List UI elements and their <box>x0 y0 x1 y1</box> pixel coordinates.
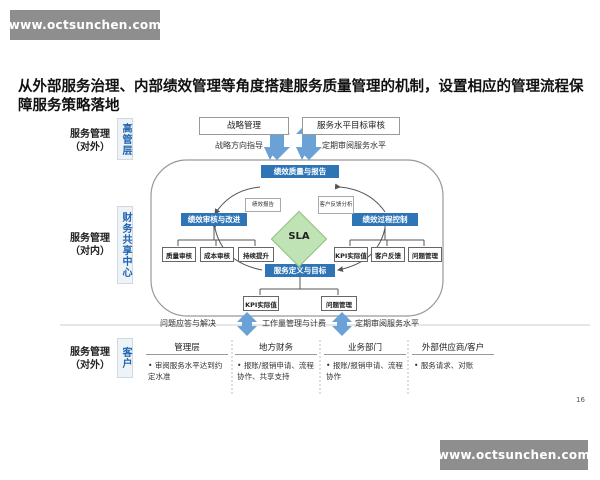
bottom-arrows <box>237 312 352 336</box>
col-head-management: 管理层 <box>146 340 228 355</box>
row-label-external: 服务管理 （对外） <box>70 347 110 371</box>
col-item: 审阅服务水平达到约定水准 <box>148 361 223 381</box>
issue-response-caption: 问题应答与解决 <box>160 319 216 328</box>
customer-feedback-box: 客户反馈 <box>371 247 405 262</box>
kpi-bottom-box: KPI实际值 <box>243 296 279 311</box>
col-item: 报账/报销申请、流程协作、共享支持 <box>237 361 314 381</box>
tab-executive: 高管层 <box>117 118 133 160</box>
col-head-supplier: 外部供应商/客户 <box>412 340 494 355</box>
tab-customer: 客户 <box>117 338 133 378</box>
col-body-management: • 审阅服务水平达到约定水准 <box>148 361 223 381</box>
col-head-business: 业务部门 <box>324 340 406 355</box>
service-def-box: 服务定义与目标 <box>265 264 335 277</box>
report-box: 绩效质量与报告 <box>261 165 339 178</box>
column-dividers <box>231 340 409 395</box>
sla-label: SLA <box>288 231 310 242</box>
strategy-caption: 战略方向指导 <box>215 141 263 150</box>
feedback-analysis-box: 客户反馈分析 <box>318 196 354 214</box>
center-frame <box>150 159 444 317</box>
perf-report-box: 绩效报告 <box>245 198 281 212</box>
col-head-local-finance: 地方财务 <box>235 340 317 355</box>
watermark-top: www.octsunchen.com <box>9 10 161 40</box>
slide-title: 从外部服务治理、内部绩效管理等角度搭建服务质量管理的机制，设置相应的管理流程保障… <box>18 79 584 114</box>
col-item: 报账/报销申请、流程协作 <box>326 361 403 381</box>
kpi-actual-box: KPI实际值 <box>334 247 368 262</box>
cost-review-box: 成本审核 <box>200 247 234 262</box>
continuous-improve-box: 持续提升 <box>238 247 274 262</box>
col-body-local-finance: • 报账/报销申请、流程协作、共享支持 <box>237 361 314 381</box>
row-label-internal: 服务管理 （对内） <box>70 233 110 257</box>
tab-shared-center: 财务共享中心 <box>117 206 133 284</box>
process-control-box: 绩效过程控制 <box>352 213 418 226</box>
quality-review-box: 质量审核 <box>162 247 196 262</box>
issue-bottom-box: 问题管理 <box>321 296 357 311</box>
row-label-exec: 服务管理 （对外） <box>70 129 110 153</box>
col-body-supplier: • 服务请求、对账 <box>414 361 474 370</box>
strategy-box: 战略管理 <box>199 117 289 135</box>
col-body-business: • 报账/报销申请、流程协作 <box>326 361 403 381</box>
review-caption: 定期审阅服务水平 <box>322 141 386 150</box>
col-item: 服务请求、对账 <box>420 361 474 370</box>
perf-improve-box: 绩效审核与改进 <box>181 213 247 226</box>
periodic-review-caption: 定期审阅服务水平 <box>355 319 419 328</box>
service-target-box: 服务水平目标审核 <box>302 117 400 135</box>
workload-caption: 工作量管理与计费 <box>262 319 326 328</box>
issue-mgmt-box: 问题管理 <box>408 247 442 262</box>
watermark-bottom: www.octsunchen.com <box>438 440 590 470</box>
page-number: 16 <box>576 396 585 404</box>
